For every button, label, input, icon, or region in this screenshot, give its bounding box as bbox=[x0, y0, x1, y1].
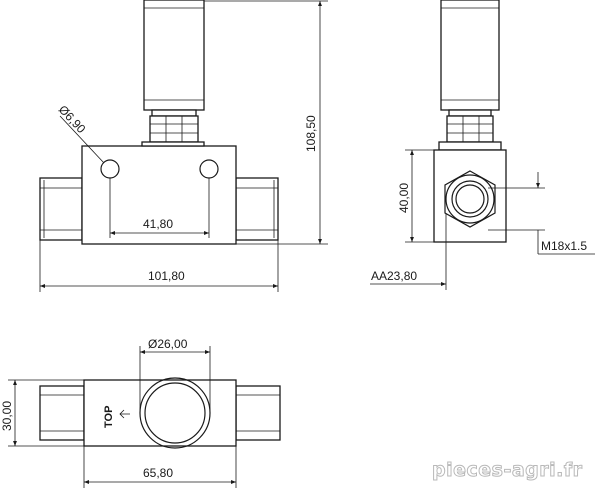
across-flats-label: AA23,80 bbox=[371, 269, 417, 283]
watermark: pieces-agri.fr bbox=[432, 459, 583, 481]
top-right-fitting bbox=[235, 385, 281, 441]
thread-dimension: M18x1.5 bbox=[488, 172, 595, 255]
body-width-dimension: 30,00 bbox=[0, 379, 84, 447]
valve-body bbox=[81, 145, 237, 245]
hex-fitting bbox=[444, 170, 496, 228]
body-length-label: 65,80 bbox=[143, 466, 173, 480]
body-height-dimension: 40,00 bbox=[397, 149, 434, 243]
front-view: Ø6,90 41,80 101,80 108,50 bbox=[39, 0, 328, 292]
body-width-label: 30,00 bbox=[0, 401, 14, 431]
hole-spacing-label: 41,80 bbox=[143, 217, 173, 231]
top-body bbox=[83, 379, 237, 447]
total-length-dimension: 101,80 bbox=[39, 240, 279, 292]
side-view: 40,00 M18x1.5 AA23,80 bbox=[370, 0, 595, 290]
top-marking: TOP bbox=[103, 406, 130, 428]
total-length-label: 101,80 bbox=[148, 269, 185, 283]
hole-diameter-label: Ø6,90 bbox=[56, 102, 89, 136]
top-view: TOP Ø26,00 30,00 65,80 bbox=[0, 337, 281, 488]
top-marking-label: TOP bbox=[103, 406, 115, 428]
top-left-fitting bbox=[39, 385, 85, 441]
total-height-label: 108,50 bbox=[304, 115, 318, 152]
body-length-dimension: 65,80 bbox=[83, 446, 237, 488]
left-fitting bbox=[39, 177, 83, 241]
arrow-left-icon bbox=[119, 409, 130, 419]
across-flats-dimension: AA23,80 bbox=[370, 213, 447, 290]
body-height-label: 40,00 bbox=[397, 183, 411, 213]
knob-assembly bbox=[141, 0, 205, 147]
thread-label: M18x1.5 bbox=[541, 239, 587, 253]
hole-spacing-dimension: 41,80 bbox=[109, 178, 210, 238]
side-knob-assembly bbox=[438, 0, 502, 151]
right-fitting bbox=[235, 177, 279, 241]
port-diameter-label: Ø26,00 bbox=[148, 337, 188, 351]
port-diameter-dimension: Ø26,00 bbox=[139, 337, 211, 413]
total-height-dimension: 108,50 bbox=[204, 0, 328, 245]
